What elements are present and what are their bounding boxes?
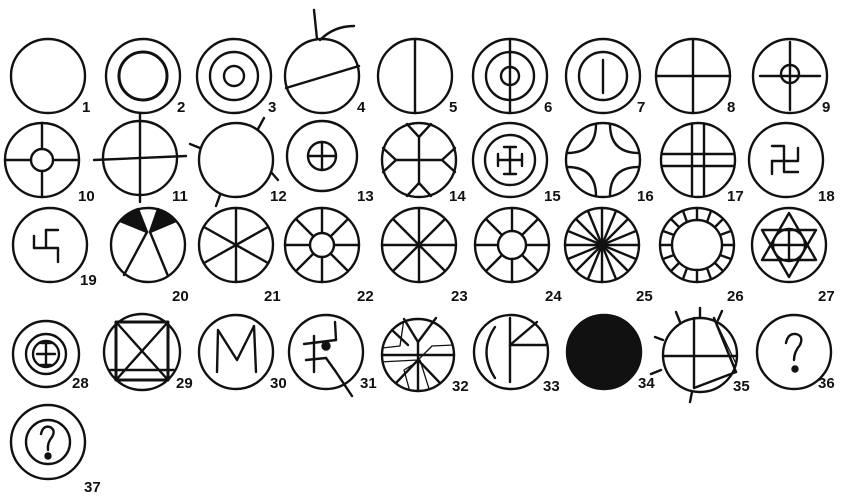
symbol-label-4: 4	[357, 99, 366, 116]
symbol-label-20: 20	[172, 288, 189, 305]
symbol-15: 15	[473, 123, 561, 205]
symbol-label-14: 14	[449, 188, 466, 205]
symbol-8: 8	[656, 39, 735, 116]
symbol-label-11: 11	[172, 188, 188, 205]
symbol-label-23: 23	[451, 288, 468, 305]
symbol-label-34: 34	[638, 375, 655, 392]
symbol-label-19: 19	[80, 272, 97, 289]
symbol-label-13: 13	[357, 188, 374, 205]
symbol-33: 33	[474, 315, 560, 395]
symbol-32: 32	[380, 318, 469, 395]
symbol-2: 2	[106, 39, 185, 116]
symbol-23: 23	[382, 208, 468, 305]
symbol-7: 7	[566, 39, 645, 116]
symbol-label-37: 37	[84, 479, 101, 496]
symbol-19: 19	[13, 208, 97, 289]
symbol-5: 5	[378, 39, 457, 116]
symbol-label-28: 28	[72, 375, 89, 392]
symbol-24: 24	[475, 208, 562, 305]
symbol-label-36: 36	[818, 375, 835, 392]
symbol-29: 29	[104, 314, 193, 392]
symbol-label-8: 8	[727, 99, 735, 116]
symbol-label-7: 7	[637, 99, 645, 116]
symbol-17: 17	[661, 123, 744, 205]
symbol-4: 4	[280, 10, 366, 120]
symbol-label-21: 21	[264, 288, 281, 305]
symbol-label-27: 27	[818, 288, 835, 305]
symbol-10: 10	[5, 123, 95, 205]
symbol-16: 16	[566, 123, 654, 205]
symbol-18: 18	[749, 123, 835, 205]
symbol-label-31: 31	[360, 375, 377, 392]
symbol-label-9: 9	[822, 99, 830, 116]
symbol-label-35: 35	[733, 378, 750, 395]
symbol-13: 13	[287, 121, 374, 205]
symbol-22: 22	[285, 208, 374, 305]
symbol-1: 1	[11, 39, 90, 116]
symbol-label-33: 33	[543, 378, 560, 395]
symbol-label-10: 10	[78, 188, 95, 205]
symbol-label-18: 18	[818, 188, 835, 205]
symbol-20: 20	[111, 208, 189, 305]
symbol-label-26: 26	[727, 288, 744, 305]
symbol-label-17: 17	[727, 188, 744, 205]
symbol-3: 3	[197, 39, 276, 116]
symbol-31: 31	[289, 315, 377, 396]
symbol-11: 11	[94, 114, 188, 205]
symbol-label-22: 22	[357, 288, 374, 305]
symbol-27: 27	[752, 208, 835, 305]
symbol-label-12: 12	[270, 188, 287, 205]
symbol-25: 25	[565, 208, 653, 305]
symbol-label-29: 29	[176, 375, 193, 392]
symbol-9: 9	[753, 39, 830, 116]
symbol-28: 28	[13, 321, 89, 392]
symbol-12: 12	[190, 118, 287, 206]
symbol-34: 34	[567, 315, 655, 392]
symbol-36: 36	[757, 315, 835, 392]
symbol-label-32: 32	[452, 378, 469, 395]
symbol-6: 6	[473, 39, 552, 116]
symbol-14: 14	[382, 123, 466, 205]
symbol-label-6: 6	[544, 99, 552, 116]
symbol-label-3: 3	[268, 99, 276, 116]
symbol-label-16: 16	[637, 188, 654, 205]
symbol-21: 21	[199, 208, 281, 305]
symbol-label-15: 15	[544, 188, 561, 205]
symbol-35: 35	[651, 308, 750, 402]
symbol-label-1: 1	[82, 99, 90, 116]
symbol-label-2: 2	[177, 99, 185, 116]
symbol-26: 26	[660, 208, 744, 305]
symbol-label-24: 24	[545, 288, 562, 305]
symbol-label-5: 5	[449, 99, 457, 116]
symbol-37: 37	[11, 405, 101, 496]
symbol-30: 30	[199, 315, 287, 392]
symbol-label-30: 30	[270, 375, 287, 392]
symbol-label-25: 25	[636, 288, 653, 305]
